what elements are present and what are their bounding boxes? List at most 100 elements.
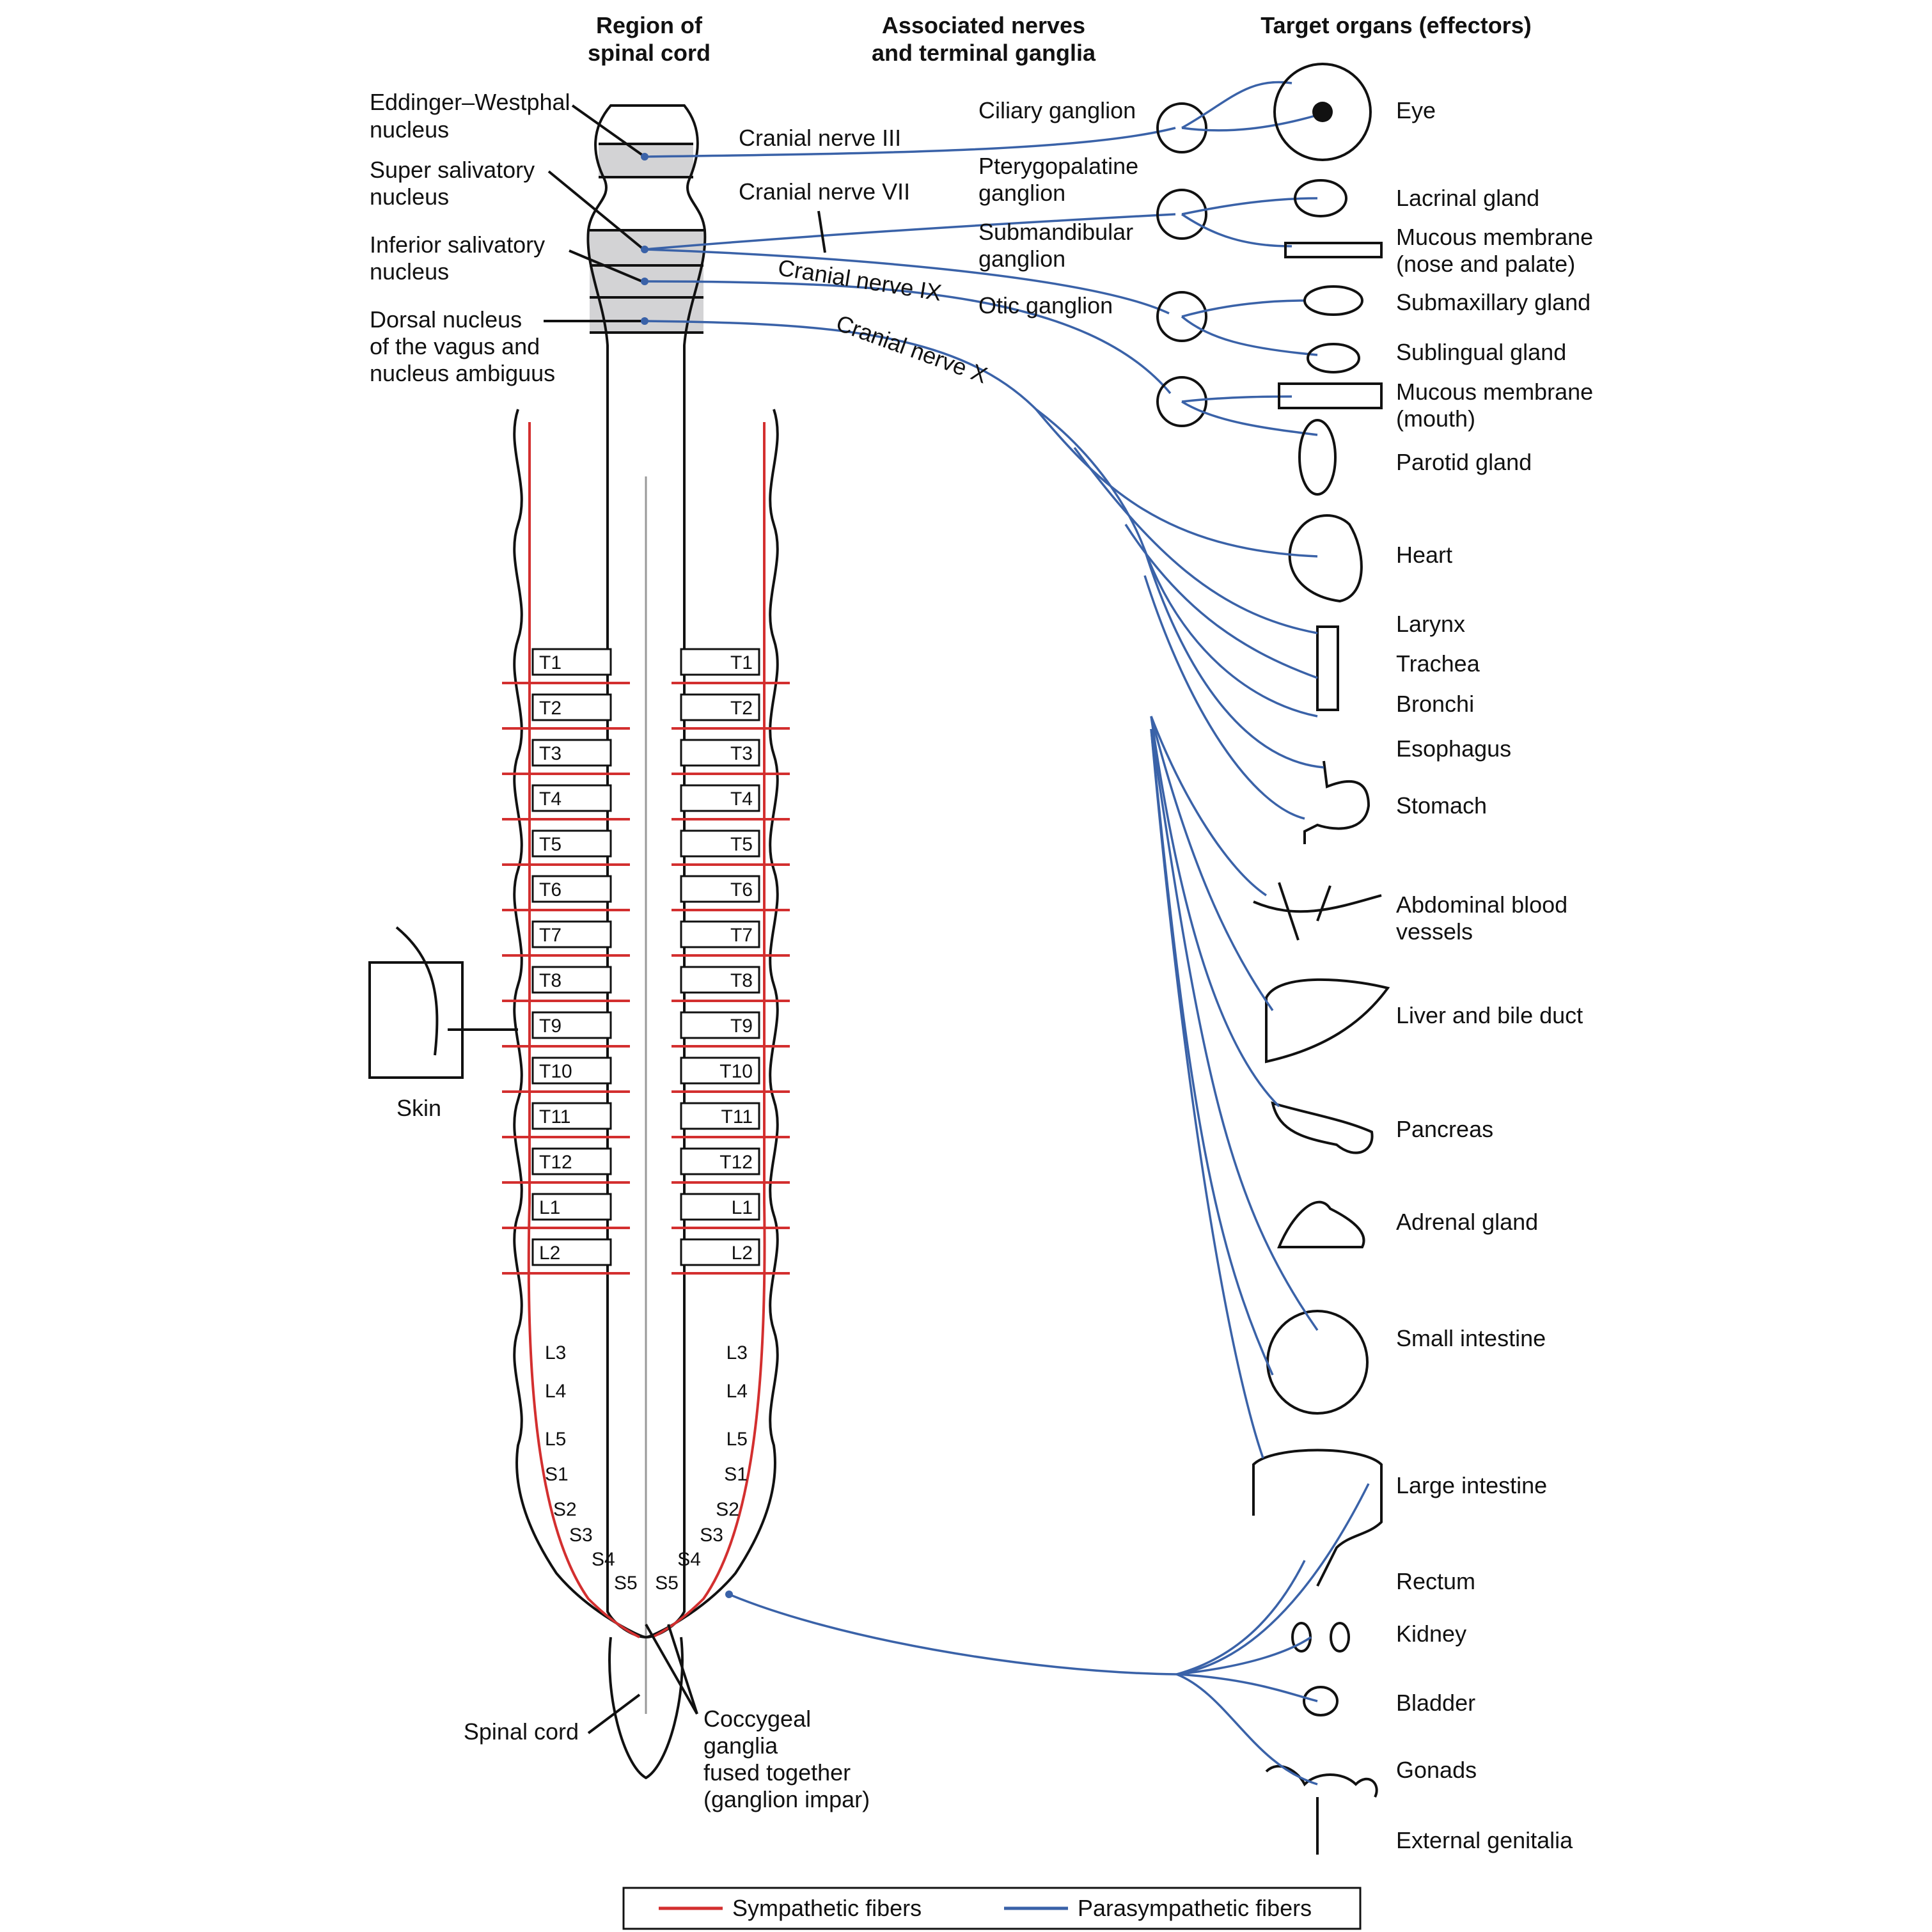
segment-box-r-t7 xyxy=(680,920,760,948)
organ-larynx: Larynx xyxy=(1396,611,1465,637)
segment-label-r-t10: T10 xyxy=(719,1061,753,1082)
header-region-line1: Region of xyxy=(596,12,703,38)
organ-trachea: Trachea xyxy=(1396,650,1480,677)
segment-label-l-t11: T11 xyxy=(539,1106,570,1127)
pancreas-icon xyxy=(1271,1101,1374,1154)
header-region-line2: spinal cord xyxy=(588,40,711,66)
legend-sympathetic-label: Sympathetic fibers xyxy=(732,1895,922,1921)
segment-label-r-l5: L5 xyxy=(726,1429,748,1450)
nuclei-labels: Eddinger–Westphal nucleus Super salivato… xyxy=(370,89,648,386)
segment-label-l-t8: T8 xyxy=(539,970,562,991)
nasal-mucosa-icon xyxy=(1284,242,1383,258)
segment-label-r-t4: T4 xyxy=(730,789,753,810)
segment-label-l-t5: T5 xyxy=(539,834,562,855)
header-nerves-line1: Associated nerves xyxy=(882,12,1085,38)
organ-submaxillary: Submaxillary gland xyxy=(1396,289,1590,315)
segment-label-l-l5: L5 xyxy=(545,1429,566,1450)
legend: Sympathetic fibers Parasympathetic fiber… xyxy=(622,1887,1362,1930)
ganglion-otic: Otic ganglion xyxy=(978,292,1113,318)
segment-box-r-t5 xyxy=(680,829,760,858)
segment-label-l-t12: T12 xyxy=(539,1152,572,1173)
organ-liver: Liver and bile duct xyxy=(1396,1002,1583,1028)
segment-label-l-t2: T2 xyxy=(539,698,562,719)
segment-box-r-l2 xyxy=(680,1238,760,1266)
segment-label-r-t1: T1 xyxy=(730,652,753,673)
segment-label-l-l1: L1 xyxy=(539,1197,560,1218)
organ-parotid: Parotid gland xyxy=(1396,449,1532,475)
cn10-label: Cranial nerve X xyxy=(833,310,991,388)
organ-icons xyxy=(1252,63,1390,1855)
filum-terminale xyxy=(608,1637,684,1780)
header-nerves-line2: and terminal ganglia xyxy=(872,40,1096,66)
segment-label-r-s3: S3 xyxy=(700,1525,723,1546)
bladder-icon xyxy=(1303,1686,1339,1716)
pupil-icon xyxy=(1312,102,1333,122)
lower-labels: Spinal cord Coccygeal ganglia fused toge… xyxy=(464,1624,870,1812)
segment-label-l-t7: T7 xyxy=(539,925,562,946)
spinal-cord-label: Spinal cord xyxy=(464,1718,579,1745)
cn3-label: Cranial nerve III xyxy=(739,125,901,151)
organ-lacrimal: Lacrinal gland xyxy=(1396,185,1539,211)
right-sympathetic-chain-outline xyxy=(645,409,779,1638)
segment-label-l-t6: T6 xyxy=(539,879,562,900)
coccygeal-line3: fused together xyxy=(703,1759,851,1786)
organ-labels: Eye Lacrinal gland Mucous membrane (nose… xyxy=(1396,97,1593,1853)
organ-heart: Heart xyxy=(1396,542,1452,568)
skin-icon xyxy=(368,961,464,1079)
header-targets: Target organs (effectors) xyxy=(1261,12,1531,38)
cn3-path xyxy=(644,127,1176,158)
organ-mucous-mouth-line1: Mucous membrane xyxy=(1396,379,1593,405)
large-intestine-icon xyxy=(1252,1449,1383,1587)
stomach-icon xyxy=(1303,760,1370,844)
heart-icon xyxy=(1288,514,1363,603)
nucleus-dorsal-line1: Dorsal nucleus xyxy=(370,306,522,333)
segment-box-r-t12 xyxy=(680,1147,760,1175)
organ-external-genitalia: External genitalia xyxy=(1396,1827,1573,1853)
segment-box-l-l1 xyxy=(531,1193,612,1221)
otic-ganglion-icon xyxy=(1156,291,1207,342)
left-sympathetic-chain-outline xyxy=(513,409,647,1638)
ganglion-ptery-line2: ganglion xyxy=(978,180,1065,206)
organ-esophagus: Esophagus xyxy=(1396,735,1511,762)
segment-box-r-t1 xyxy=(680,648,760,676)
nucleus-eddinger-line2: nucleus xyxy=(370,116,449,143)
organ-bronchi: Bronchi xyxy=(1396,691,1474,717)
segment-box-l-t6 xyxy=(531,875,612,903)
segment-label-r-l4: L4 xyxy=(726,1381,748,1402)
organ-kidney: Kidney xyxy=(1396,1621,1466,1647)
segment-label-l-t9: T9 xyxy=(539,1016,562,1037)
segment-box-l-t10 xyxy=(531,1056,612,1085)
segment-label-l-s5: S5 xyxy=(614,1573,638,1594)
brainstem-outline xyxy=(586,104,707,614)
nucleus-inferior-line1: Inferior salivatory xyxy=(370,232,545,258)
nucleus-eddinger-line1: Eddinger–Westphal xyxy=(370,89,570,115)
trachea-icon xyxy=(1316,625,1339,711)
pterygopalatine-ganglion-icon xyxy=(1156,189,1207,240)
segment-box-l-l2 xyxy=(531,1238,612,1266)
segment-box-l-t2 xyxy=(531,693,612,721)
segment-label-r-l2: L2 xyxy=(732,1243,753,1264)
legend-parasympathetic-label: Parasympathetic fibers xyxy=(1078,1895,1312,1921)
segment-box-r-t10 xyxy=(680,1056,760,1085)
gonads-icon xyxy=(1265,1764,1378,1855)
cranial-nerves: Cranial nerve III Cranial nerve VII Cran… xyxy=(644,125,1176,551)
spinal-cord-body xyxy=(513,409,779,1780)
segment-label-r-l3: L3 xyxy=(726,1342,748,1363)
segment-label-l-s1: S1 xyxy=(545,1464,569,1485)
segment-label-l-t4: T4 xyxy=(539,789,562,810)
oral-mucosa-icon xyxy=(1278,382,1383,409)
ganglion-ciliary: Ciliary ganglion xyxy=(978,97,1136,123)
segment-box-l-t11 xyxy=(531,1102,612,1130)
segment-label-r-t12: T12 xyxy=(719,1152,753,1173)
segment-box-r-t9 xyxy=(680,1011,760,1039)
segment-label-r-s5: S5 xyxy=(655,1573,679,1594)
ciliary-ganglion-icon xyxy=(1156,102,1207,153)
segment-box-l-t5 xyxy=(531,829,612,858)
segment-label-r-s4: S4 xyxy=(677,1549,701,1570)
nucleus-super-line2: nucleus xyxy=(370,184,449,210)
segment-label-l-l2: L2 xyxy=(539,1243,560,1264)
segment-label-r-s1: S1 xyxy=(724,1464,748,1485)
segment-label-r-t9: T9 xyxy=(730,1016,753,1037)
segment-label-r-t6: T6 xyxy=(730,879,753,900)
